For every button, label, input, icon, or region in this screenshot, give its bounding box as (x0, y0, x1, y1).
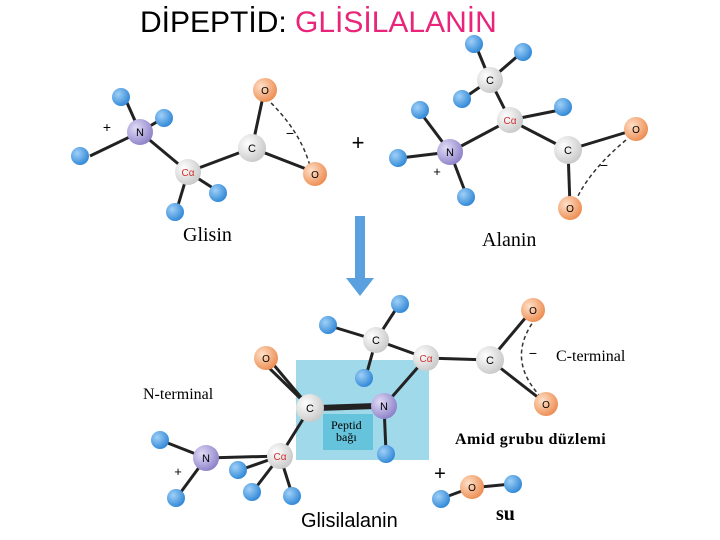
hydrogen-atom (229, 461, 247, 479)
hydrogen-atom (167, 489, 185, 507)
hydrogen-atom (377, 445, 395, 463)
atom-symbol-c: C (486, 355, 494, 367)
hydrogen-atom (243, 483, 261, 501)
hydrogen-atom (453, 90, 471, 108)
hydrogen-atom (411, 101, 429, 119)
hydrogen-atom (71, 147, 89, 165)
label-amid-plane: Amid grubu düzlemi (455, 431, 607, 448)
reaction-arrow-icon (346, 216, 374, 296)
carbon-atom (238, 134, 266, 162)
alanin-resonance-curve (575, 139, 627, 201)
plus-sign: + (434, 463, 446, 485)
label-glisin: Glisin (183, 224, 232, 246)
atom-symbol-o: O (262, 354, 270, 365)
nitrogen-atom (193, 445, 219, 471)
atom-symbol-ca: Cα (273, 452, 286, 463)
atom-symbol-n: N (446, 147, 454, 159)
hydrogen-atom (504, 475, 522, 493)
peptid-label-box (323, 414, 373, 450)
glisin-molecule (89, 91, 315, 213)
plus-charge: + (433, 164, 441, 179)
label-peptid-line1: Peptid (331, 418, 362, 432)
hydrogen-atom (355, 369, 373, 387)
product-resonance-curve (520, 317, 541, 397)
oxygen-atom (253, 78, 277, 102)
carbon-atom (554, 136, 582, 164)
hydrogen-atom (554, 98, 572, 116)
minus-charge: − (529, 345, 537, 361)
atom-symbol-o: O (529, 306, 537, 317)
glisin-resonance-curve (265, 97, 311, 167)
peptid-bond (317, 403, 377, 411)
carbon-atom (476, 346, 504, 374)
hydrogen-atom (155, 109, 173, 127)
oxygen-atom (303, 162, 327, 186)
hydrogen-atom (514, 43, 532, 61)
atom-symbol-ca: Cα (181, 168, 194, 179)
nitrogen-atom (437, 139, 463, 165)
hydrogen-atom (283, 487, 301, 505)
alpha-carbon-atom (497, 107, 523, 133)
label-water: su (496, 503, 515, 525)
hydrogen-atom (166, 203, 184, 221)
carbon-atom (477, 67, 503, 93)
oxygen-atom (521, 298, 545, 322)
nitrogen-atom (371, 393, 397, 419)
atom-symbol-n: N (202, 453, 210, 465)
page-title: DİPEPTİD: GLİSİLALANİN (140, 6, 497, 40)
label-glisilalanin: Glisilalanin (301, 510, 398, 532)
atom-symbol-ca: Cα (419, 354, 432, 365)
minus-charge: − (286, 125, 294, 141)
plus-charge: + (174, 464, 182, 479)
oxygen-atom (558, 196, 582, 220)
carbon-atom (363, 327, 389, 353)
oxygen-atom (624, 117, 648, 141)
atom-symbol-c: C (372, 335, 380, 347)
atom-symbol-ca: Cα (503, 116, 516, 127)
oxygen-atom (460, 475, 484, 499)
atom-symbol-c: C (248, 143, 256, 155)
alpha-carbon-atom (267, 443, 293, 469)
hydrogen-atom (209, 184, 227, 202)
oxygen-atom (254, 346, 278, 370)
label-alanin: Alanin (482, 229, 537, 251)
hydrogen-atom (112, 88, 130, 106)
label-c-terminal: C-terminal (556, 348, 626, 365)
atom-symbol-o: O (311, 170, 319, 181)
hydrogen-atom (432, 490, 450, 508)
title-glisilalanin: GLİSİLALANİN (295, 6, 497, 39)
atom-symbol-c: C (306, 403, 314, 415)
alpha-carbon-atom (413, 345, 439, 371)
atom-symbol-n: N (380, 401, 388, 413)
atom-symbol-c: C (486, 75, 494, 87)
hydrogen-atom (391, 295, 409, 313)
hydrogen-atom (457, 188, 475, 206)
label-peptid-bond: Peptid bağı (331, 419, 362, 443)
atom-symbol-o: O (468, 483, 476, 494)
hydrogen-atom (319, 316, 337, 334)
atom-symbol-o: O (566, 204, 574, 215)
plus-sign: + (352, 130, 365, 155)
plus-charge: + (103, 119, 111, 135)
atom-symbol-n: N (136, 127, 144, 139)
label-n-terminal: N-terminal (143, 386, 214, 403)
atom-symbol-o: O (261, 86, 269, 97)
title-dipeptid: DİPEPTİD: (140, 6, 296, 39)
oxygen-atom (534, 392, 558, 416)
nitrogen-atom (127, 119, 153, 145)
hydrogen-atom (389, 149, 407, 167)
hydrogen-atom (465, 35, 483, 53)
minus-charge: − (600, 157, 608, 173)
label-peptid-line2: bağı (336, 430, 357, 444)
atom-symbol-o: O (542, 400, 550, 411)
carbon-atom (296, 394, 324, 422)
alpha-carbon-atom (175, 159, 201, 185)
atom-symbol-c: C (564, 145, 572, 157)
hydrogen-atom (151, 431, 169, 449)
atom-symbol-o: O (632, 125, 640, 136)
